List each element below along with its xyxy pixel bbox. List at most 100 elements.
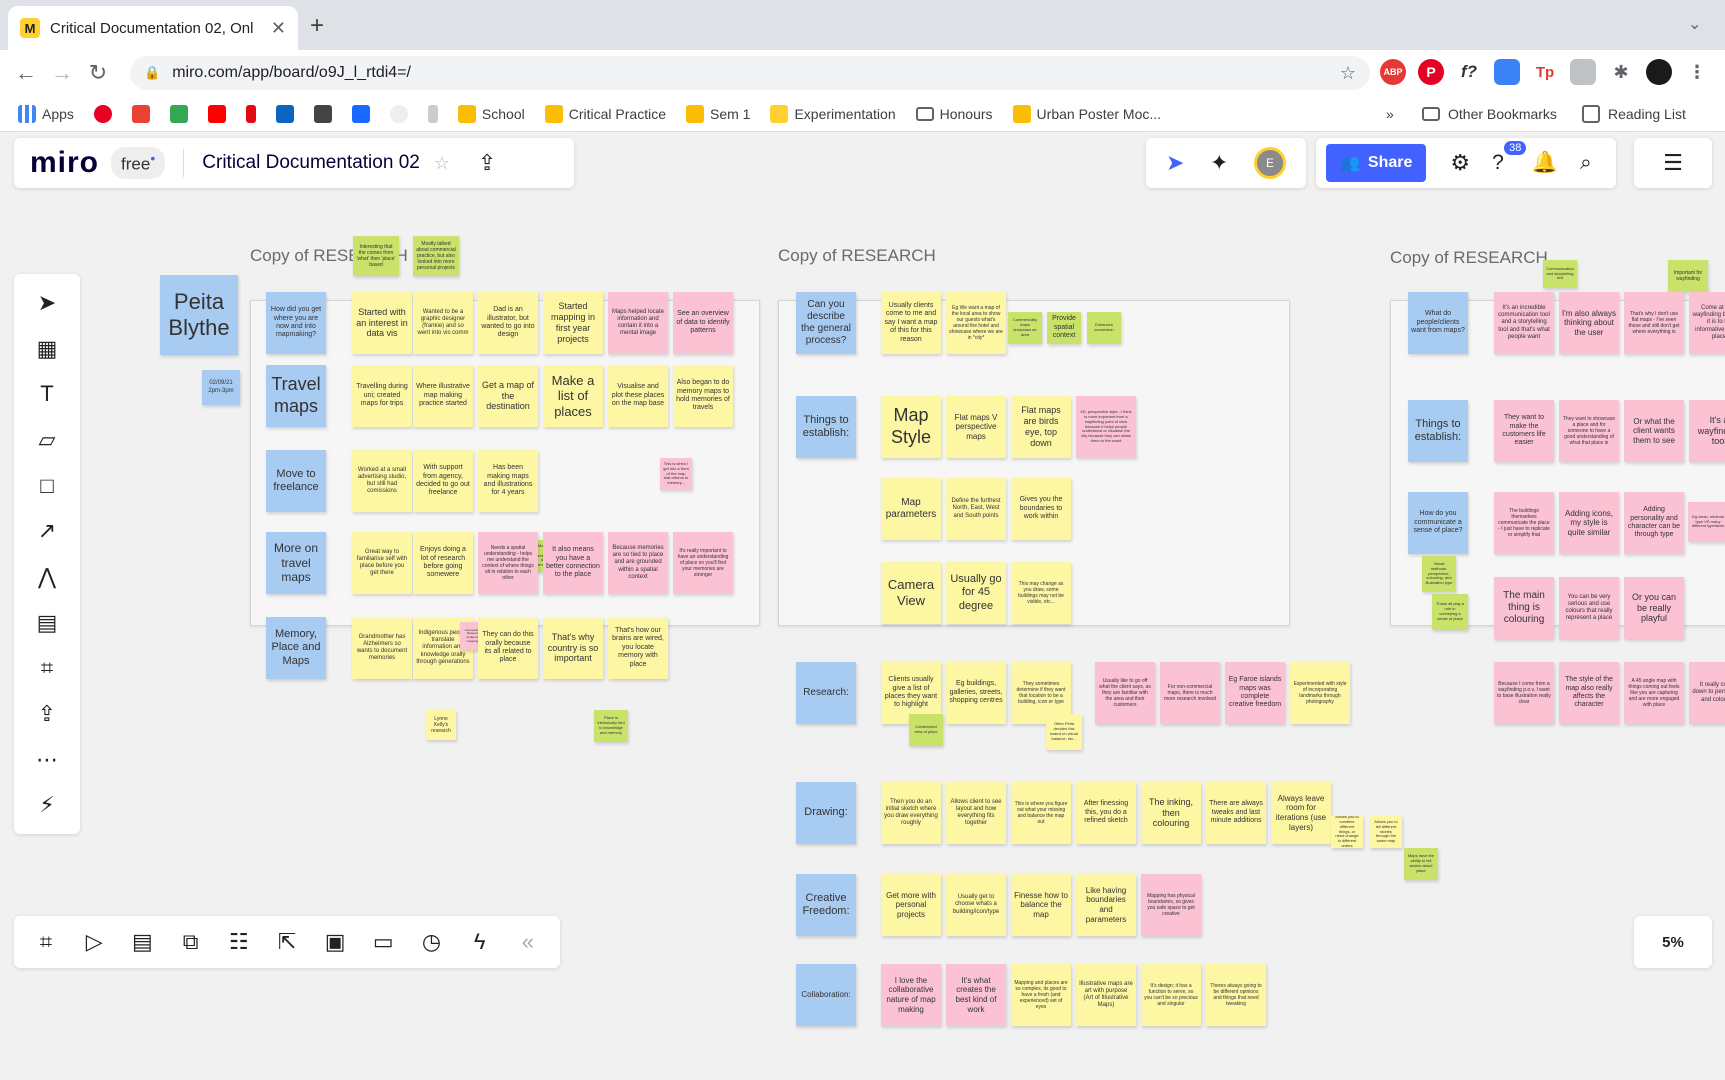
- search-icon[interactable]: ⌕: [1579, 151, 1592, 174]
- extension-icon[interactable]: [1570, 59, 1596, 85]
- sticky-note[interactable]: Eg We want a map of the local area to sh…: [946, 292, 1006, 354]
- bell-icon[interactable]: 🔔: [1531, 151, 1558, 174]
- sticky-note[interactable]: That's why country is so important: [543, 617, 603, 679]
- tp-extension-icon[interactable]: Tp: [1535, 63, 1555, 81]
- sticky-note[interactable]: Also began to do memory maps to hold mem…: [673, 365, 733, 427]
- sticky-note[interactable]: Worked at a small advertising studio, bu…: [352, 450, 412, 512]
- sticky-note[interactable]: Illustrative maps are art with purpose (…: [1076, 964, 1136, 1026]
- sticky-note[interactable]: I'm also always thinking about the user: [1559, 292, 1619, 354]
- avatar[interactable]: E: [1254, 147, 1286, 179]
- browser-menu-icon[interactable]: ⋮: [1688, 61, 1706, 82]
- sticky-note[interactable]: Visualise and plot these places on the m…: [608, 365, 668, 427]
- sticky-note[interactable]: Important for wayfinding: [1668, 260, 1708, 292]
- share-button[interactable]: 👥Share: [1326, 144, 1427, 182]
- star-icon[interactable]: ☆: [433, 152, 450, 173]
- sticky-note[interactable]: Move to freelance: [266, 450, 326, 512]
- sticky-note[interactable]: This is when I got into a form of the ma…: [660, 458, 692, 490]
- sticky-note[interactable]: Theres always going to be different opin…: [1206, 964, 1266, 1026]
- select-cursor-icon[interactable]: ➤: [37, 289, 57, 315]
- sticky-note[interactable]: They want to showcase a place and for so…: [1559, 400, 1619, 462]
- sticky-note[interactable]: Often Peita decides this based on visual…: [1046, 714, 1082, 750]
- sticky-note[interactable]: How did you get where you are now and in…: [266, 292, 326, 354]
- sticky-note[interactable]: That's how our brains are wired, you loc…: [608, 617, 668, 679]
- sticky-note[interactable]: Clients usually give a list of places th…: [881, 662, 941, 724]
- sticky-note[interactable]: Come at it for wayfinding because it is …: [1689, 292, 1725, 354]
- sticky-note[interactable]: Great way to familiarise self with place…: [352, 532, 412, 594]
- address-bar[interactable]: 🔒 miro.com/app/board/o9J_l_rtdi4=/ ☆: [130, 56, 1370, 90]
- sticky-note[interactable]: See an overview of data to identify patt…: [673, 292, 733, 354]
- video-chat-icon[interactable]: ⧉: [182, 929, 199, 954]
- export-icon[interactable]: ⇪: [477, 150, 497, 175]
- sticky-note[interactable]: Interesting that the comes from 'what' t…: [353, 236, 399, 276]
- sticky-note[interactable]: It also means you have a better connecti…: [543, 532, 603, 594]
- sticky-note[interactable]: Get a map of the destination: [478, 365, 538, 427]
- sticky-note[interactable]: Can you describe the general process?: [796, 292, 856, 354]
- sticky-note[interactable]: Visual methods: perspective, colouring, …: [1422, 556, 1456, 592]
- sticky-note[interactable]: Where illustrative map making practice s…: [413, 365, 473, 427]
- miro-logo[interactable]: miro: [30, 146, 100, 179]
- other-bookmarks[interactable]: Other Bookmarks: [1422, 96, 1557, 132]
- sticky-note[interactable]: For non-commercial maps, there is much m…: [1160, 662, 1220, 724]
- notes-list-icon[interactable]: ☰: [1663, 150, 1683, 175]
- sticky-note[interactable]: Experimented with style of incorporating…: [1290, 662, 1350, 724]
- frame-tool-icon[interactable]: ⌗: [40, 655, 54, 681]
- sticky-note[interactable]: Started mapping in first year projects: [543, 292, 603, 354]
- activity-icon[interactable]: ϟ: [473, 929, 486, 954]
- celebrate-icon[interactable]: ✦: [1210, 150, 1229, 175]
- pen-tool-icon[interactable]: ⋀: [37, 563, 57, 589]
- zoom-level[interactable]: 5%: [1662, 933, 1684, 951]
- reading-list[interactable]: Reading List: [1582, 96, 1686, 132]
- sticky-note[interactable]: Gives you the boundaries to work within: [1011, 478, 1071, 540]
- sticky-note[interactable]: Constructed view of place: [909, 714, 943, 746]
- color-extension-icon[interactable]: [1494, 59, 1520, 85]
- collapse-icon[interactable]: «: [521, 929, 534, 954]
- sticky-note[interactable]: Wanted to be a graphic designer (frankie…: [413, 292, 473, 354]
- sticky-note[interactable]: Allows you to tell different stories thr…: [1370, 816, 1402, 848]
- sticky-note[interactable]: A 45 angle map with things coming out fe…: [1624, 662, 1684, 724]
- bookmark-outlook[interactable]: [275, 105, 294, 123]
- bookmark-netflix[interactable]: [245, 105, 256, 123]
- sticky-note[interactable]: The style of the map also really affects…: [1559, 662, 1619, 724]
- bookmark-youtube[interactable]: [207, 105, 226, 123]
- tab-search-chevron-icon[interactable]: ⌄: [1688, 16, 1702, 33]
- sticky-note-icon[interactable]: ▱: [38, 426, 56, 452]
- sticky-note[interactable]: 4D, perspective style...I think is more …: [1076, 396, 1136, 458]
- settings-sliders-icon[interactable]: ⚙: [1450, 150, 1471, 175]
- bookmark-urban-poster[interactable]: Urban Poster Moc...: [1012, 105, 1161, 123]
- sticky-note[interactable]: Peita Blythe: [160, 275, 238, 355]
- sticky-note[interactable]: Allows client to see layout and how ever…: [946, 782, 1006, 844]
- sticky-note[interactable]: This is where you figure out what your m…: [1011, 782, 1071, 844]
- cards-icon[interactable]: ☷: [228, 929, 249, 954]
- sticky-note[interactable]: Usually go for 45 degree: [946, 562, 1006, 624]
- more-bookmarks-icon[interactable]: »: [1386, 106, 1394, 122]
- sticky-note[interactable]: Needs a spatial understanding - helps me…: [478, 532, 538, 594]
- sticky-note[interactable]: Enhances connection: [1087, 312, 1121, 344]
- sticky-note[interactable]: Usually get to choose whats a building/i…: [946, 874, 1006, 936]
- sticky-note[interactable]: Collaboration:: [796, 964, 856, 1026]
- sticky-note[interactable]: Provide spatial context: [1047, 312, 1081, 344]
- sticky-note[interactable]: You can be very serious and use colours …: [1559, 577, 1619, 639]
- bookmark-critical-practice[interactable]: Critical Practice: [544, 105, 666, 123]
- sticky-note[interactable]: Things to establish:: [796, 396, 856, 458]
- sticky-note[interactable]: It's an incredible communication tool an…: [1494, 292, 1554, 354]
- board-title[interactable]: Critical Documentation 02: [202, 152, 420, 173]
- shape-tool-icon[interactable]: □: [40, 472, 54, 498]
- sticky-note[interactable]: Adding personality and character can be …: [1624, 492, 1684, 554]
- bookmark-qr[interactable]: [313, 105, 332, 123]
- sticky-note[interactable]: They want to make the customers life eas…: [1494, 400, 1554, 462]
- bookmark-drive[interactable]: [169, 105, 188, 123]
- text-tool-icon[interactable]: T: [40, 381, 54, 407]
- sticky-note[interactable]: Mapping and places are so complex, its g…: [1011, 964, 1071, 1026]
- arrow-tool-icon[interactable]: ↗: [37, 518, 57, 544]
- sticky-note[interactable]: Or you can be really playful: [1624, 577, 1684, 639]
- sticky-note[interactable]: It's really important to have an underst…: [673, 532, 733, 594]
- sticky-note[interactable]: Creative Freedom:: [796, 874, 856, 936]
- sticky-note[interactable]: The main thing is colouring: [1494, 577, 1554, 639]
- sticky-note[interactable]: Make a list of places: [543, 365, 603, 427]
- new-tab-icon[interactable]: +: [310, 12, 325, 39]
- sticky-note[interactable]: Mostly talked about commercial practice,…: [413, 236, 459, 276]
- comments-icon[interactable]: ▤: [131, 929, 153, 954]
- sticky-note[interactable]: Things to establish:: [1408, 400, 1468, 462]
- sticky-note[interactable]: More on travel maps: [266, 532, 326, 594]
- sticky-note[interactable]: Research:: [796, 662, 856, 724]
